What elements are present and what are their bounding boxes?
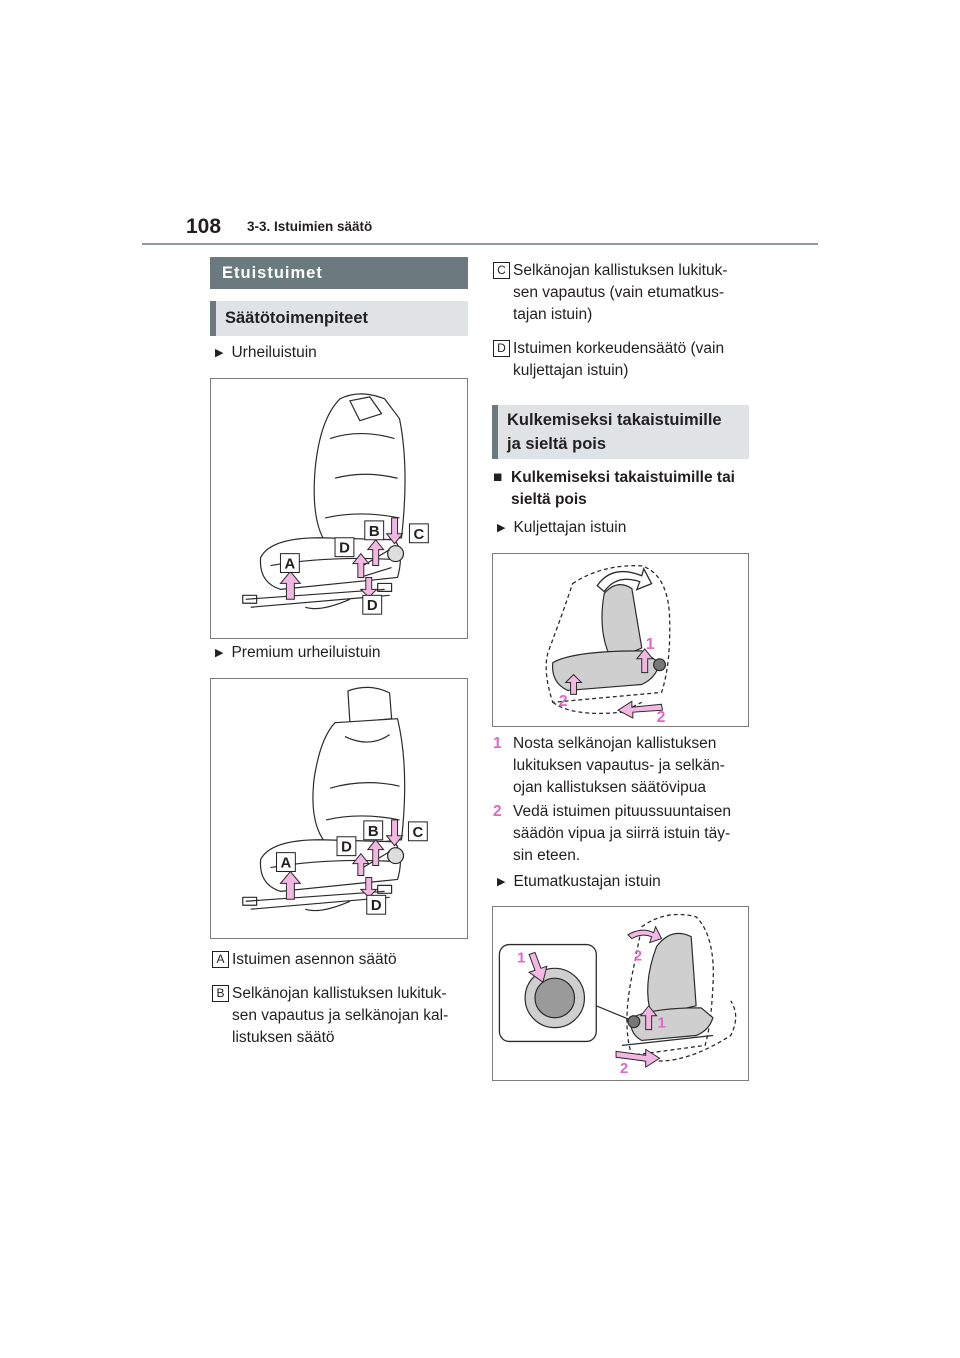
key-item-d: D Istuimen korkeudensäätö (vain kuljetta… — [493, 338, 753, 384]
arrow-2-top-icon — [627, 925, 663, 944]
square-heading: ■ Kulkemiseksi takaistuimille tai sieltä… — [493, 467, 753, 513]
key-c-line: sen vapautus (vain etumatkus- — [513, 284, 725, 301]
passenger-seat-access-illustration: 1 2 1 2 — [498, 913, 737, 1077]
figure-label-a: A — [281, 856, 292, 872]
arrow-1-icon — [635, 648, 654, 674]
key-b-line: sen vapautus ja selkänojan kal- — [232, 1007, 449, 1024]
key-b-line: Selkänojan kallistuksen lukituk- — [232, 985, 447, 1002]
key-b-line: listuksen säätö — [232, 1029, 335, 1046]
triangle-bullet-icon: ▶ — [497, 522, 506, 534]
key-d-line: kuljettajan istuin) — [513, 362, 629, 379]
arrow-2-up-icon — [564, 673, 583, 695]
variant-label: Etumatkustajan istuin — [513, 873, 661, 890]
figure-label-d-bottom: D — [371, 898, 382, 914]
subsection-bar: Säätötoimenpiteet — [210, 301, 468, 336]
key-a-line: Istuimen asennon säätö — [232, 951, 397, 968]
step-line: Nosta selkänojan kallistuksen — [513, 735, 717, 752]
figure-label-2-right: 2 — [657, 709, 666, 726]
section-title-bar: Etuistuimet — [210, 257, 468, 289]
premium-seat-illustration: A D B C D — [242, 686, 428, 915]
key-box-a: A — [212, 951, 229, 968]
key-box-d: D — [493, 340, 510, 357]
chapter-title: 3-3. Istuimien säätö — [247, 219, 373, 234]
variant-label: Kuljettajan istuin — [513, 519, 627, 536]
figure-label-c: C — [413, 825, 424, 841]
arrow-c-icon — [385, 517, 404, 545]
header-rule — [142, 243, 818, 245]
square-heading-line: sieltä pois — [511, 491, 587, 508]
key-box-b: B — [212, 985, 229, 1002]
figure-passenger-seat-access: 1 2 1 2 — [492, 906, 749, 1081]
figure-label-c: C — [414, 527, 425, 543]
key-box-c: C — [493, 262, 510, 279]
arrow-d-down-icon — [359, 876, 378, 899]
key-item-a: A Istuimen asennon säätö — [212, 949, 472, 971]
figure-driver-seat-access: 1 2 2 — [492, 553, 749, 727]
arrow-d-up-icon — [351, 852, 370, 876]
key-c-line: tajan istuin) — [513, 306, 593, 323]
variant-driver-seat: ▶ Kuljettajan istuin — [497, 519, 626, 537]
subsection-title: Säätötoimenpiteet — [225, 309, 369, 327]
subsection-title-line: ja sieltä pois — [507, 435, 607, 453]
figure-sport-seat: A D B C D — [210, 378, 468, 639]
figure-premium-seat: A D B C D — [210, 678, 468, 939]
key-item-c: C Selkänojan kallistuksen lukituk- sen v… — [493, 260, 753, 330]
arrow-d-down-icon — [359, 576, 378, 599]
variant-premium-seat: ▶ Premium urheiluistuin — [215, 644, 381, 662]
step-number: 2 — [493, 803, 502, 820]
arrow-2-forward-icon — [615, 1048, 661, 1069]
figure-label-2-bottom: 2 — [620, 1061, 628, 1077]
triangle-bullet-icon: ▶ — [215, 347, 224, 359]
figure-label-2-left: 2 — [559, 693, 568, 710]
figure-label-b: B — [368, 824, 379, 840]
triangle-bullet-icon: ▶ — [497, 876, 506, 888]
step-line: lukituksen vapautus- ja selkän- — [513, 757, 725, 774]
key-item-b: B Selkänojan kallistuksen lukituk- sen v… — [212, 983, 472, 1053]
step-line: ojan kallistuksen säätövipua — [513, 779, 707, 796]
square-bullet-icon: ■ — [493, 469, 503, 486]
figure-label-d-top: D — [339, 541, 350, 557]
figure-label-d-bottom: D — [367, 598, 378, 614]
figure-label-a: A — [285, 557, 296, 573]
driver-seat-access-illustration: 1 2 2 — [545, 565, 671, 726]
variant-label: Urheiluistuin — [231, 344, 317, 361]
step-2: 2 Vedä istuimen pituussuuntaisen säädön … — [493, 801, 753, 869]
curved-arrow-icon — [596, 567, 653, 593]
arrow-b-icon — [366, 538, 385, 567]
subsection-bar-rear-access: Kulkemiseksi takaistuimille ja sieltä po… — [492, 405, 749, 459]
step-line: Vedä istuimen pituussuuntaisen — [513, 803, 732, 820]
page-number: 108 — [186, 215, 222, 238]
figure-label-b: B — [369, 524, 380, 540]
figure-label-1: 1 — [646, 636, 655, 653]
variant-sport-seat: ▶ Urheiluistuin — [215, 344, 317, 362]
figure-label-1-inset: 1 — [517, 950, 525, 966]
subsection-title-line: Kulkemiseksi takaistuimille — [507, 411, 722, 429]
variant-label: Premium urheiluistuin — [231, 644, 381, 661]
figure-label-1-lever: 1 — [658, 1016, 666, 1032]
section-title: Etuistuimet — [222, 264, 323, 282]
key-c-line: Selkänojan kallistuksen lukituk- — [513, 262, 728, 279]
variant-passenger-seat: ▶ Etumatkustajan istuin — [497, 873, 661, 891]
step-1: 1 Nosta selkänojan kallistuksen lukituks… — [493, 733, 753, 801]
step-line: säädön vipua ja siirrä istuin täy- — [513, 825, 731, 842]
step-line: sin eteen. — [513, 847, 581, 864]
arrow-2-forward-icon — [617, 700, 664, 719]
sport-seat-illustration: A D B C D — [242, 393, 429, 615]
square-heading-line: Kulkemiseksi takaistuimille tai — [511, 469, 735, 486]
step-number: 1 — [493, 735, 502, 752]
arrow-c-icon — [385, 819, 404, 847]
figure-label-d-top: D — [341, 840, 352, 856]
arrow-d-up-icon — [351, 552, 370, 578]
arrow-a-icon — [279, 870, 302, 900]
key-d-line: Istuimen korkeudensäätö (vain — [513, 340, 725, 357]
arrow-a-icon — [279, 570, 302, 600]
triangle-bullet-icon: ▶ — [215, 647, 224, 659]
arrow-b-icon — [366, 838, 385, 867]
figure-label-2-top: 2 — [634, 948, 642, 964]
arrow-1-inset-icon — [527, 951, 548, 983]
arrow-1-lever-icon — [639, 1005, 658, 1031]
